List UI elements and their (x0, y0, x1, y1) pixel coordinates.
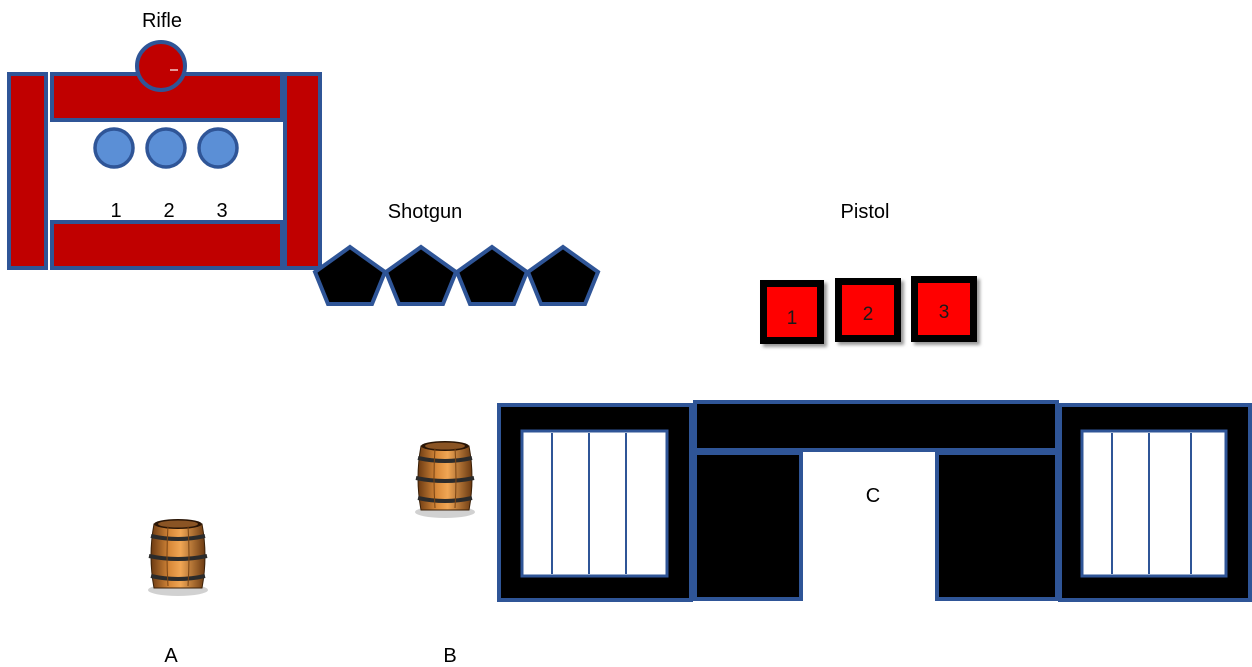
rifle-left-post (7, 72, 48, 270)
building-inner-right-pillar (935, 451, 1059, 601)
position-b-label: B (443, 645, 456, 667)
rifle-target-2 (145, 127, 187, 169)
rifle-label: Rifle (142, 10, 182, 32)
building-c (497, 400, 1252, 602)
position-c-label: C (866, 485, 880, 507)
pistol-target-label-3: 3 (939, 302, 950, 323)
building-inner-left-pillar (693, 451, 803, 601)
pistol-targets: 1 2 3 (760, 276, 977, 344)
rifle-stop-plate (135, 40, 187, 92)
building-top-beam (693, 400, 1059, 452)
pistol-target-3: 3 (911, 276, 977, 342)
pistol-target-label-1: 1 (787, 308, 798, 329)
rifle-target-label-2: 2 (163, 200, 174, 222)
rifle-target-3 (197, 127, 239, 169)
barrel-b-icon (413, 439, 477, 520)
shotgun-target-2 (383, 244, 459, 306)
rifle-target-label-3: 3 (216, 200, 227, 222)
shotgun-label: Shotgun (388, 201, 463, 223)
pistol-target-label-2: 2 (863, 304, 874, 325)
position-a-label: A (164, 645, 178, 667)
barrel-a-icon (146, 517, 210, 598)
shotgun-target-1 (312, 244, 388, 306)
shotgun-target-3 (454, 244, 530, 306)
pistol-target-2: 2 (835, 278, 901, 342)
pistol-target-1: 1 (760, 280, 824, 344)
rifle-bay: 1 2 3 (7, 40, 322, 270)
rifle-target-label-1: 1 (110, 200, 121, 222)
rifle-bottom-bar (50, 220, 284, 270)
pistol-label: Pistol (841, 201, 890, 223)
rifle-target-1 (93, 127, 135, 169)
rifle-right-post (283, 72, 322, 270)
shotgun-target-4 (525, 244, 601, 306)
building-right-window (1080, 429, 1228, 578)
shotgun-targets (312, 244, 601, 306)
building-left-window (520, 429, 669, 578)
